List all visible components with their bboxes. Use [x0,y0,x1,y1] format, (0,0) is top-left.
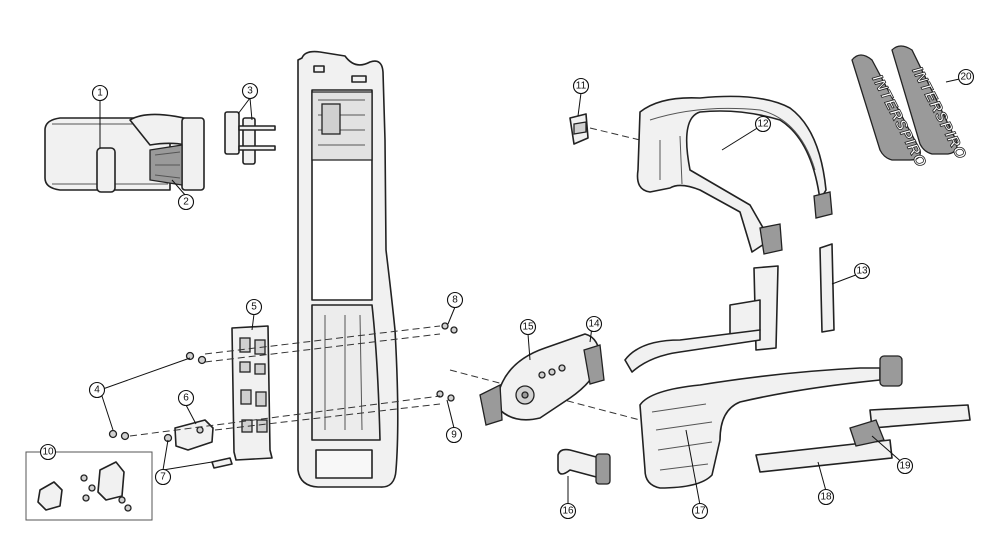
svg-text:17: 17 [694,506,706,517]
callout-20: 20 [957,68,975,86]
callout-2: 2 [177,193,195,211]
svg-text:12: 12 [757,119,769,130]
svg-text:20: 20 [960,72,972,83]
hip-straps [624,243,835,373]
svg-text:15: 15 [522,322,534,333]
svg-text:3: 3 [247,86,253,97]
callout-17: 17 [691,502,709,520]
callout-11: 11 [572,77,590,95]
backplate-frame [297,50,399,488]
hip-pivot-unit [479,333,605,426]
bracket-and-bolt [163,419,233,469]
svg-text:16: 16 [562,506,574,517]
callout-6: 6 [177,389,195,407]
svg-text:6: 6 [183,393,189,404]
svg-text:2: 2 [183,197,189,208]
fasteners [108,322,458,441]
callout-15: 15 [519,318,537,336]
hip-belt [639,355,903,489]
callout-9: 9 [445,426,463,444]
callout-16: 16 [559,502,577,520]
callout-12: 12 [754,115,772,133]
svg-text:9: 9 [451,430,457,441]
callout-4: 4 [88,381,106,399]
assembly-lines [129,127,641,437]
callout-19: 19 [896,457,914,475]
svg-text:14: 14 [588,319,600,330]
svg-text:1: 1 [97,88,103,99]
svg-text:13: 13 [856,266,868,277]
callout-8: 8 [446,291,464,309]
svg-text:19: 19 [899,461,911,472]
svg-text:10: 10 [42,447,54,458]
svg-text:8: 8 [452,295,458,306]
shoulder-harness [636,95,833,255]
small-clip [569,113,589,145]
callout-14: 14 [585,315,603,333]
callout-1: 1 [91,84,109,102]
clip-part [224,111,276,165]
callout-3: 3 [241,82,259,100]
strap-loop [557,448,611,485]
callout-10: 10 [39,443,57,461]
callout-18: 18 [817,488,835,506]
buckle-strap [755,404,971,473]
detail-box-10 [25,451,153,521]
strap-with-buckle [44,113,205,193]
shoulder-pads: INTERSPIRO INTERSPIRO [851,45,970,171]
svg-text:18: 18 [820,492,832,503]
svg-text:7: 7 [160,472,166,483]
callout-7: 7 [154,468,172,486]
mounting-plate [231,325,273,461]
callout-5: 5 [245,298,263,316]
svg-text:4: 4 [94,385,100,396]
svg-text:5: 5 [251,302,257,313]
svg-text:11: 11 [576,81,587,92]
callout-13: 13 [853,262,871,280]
